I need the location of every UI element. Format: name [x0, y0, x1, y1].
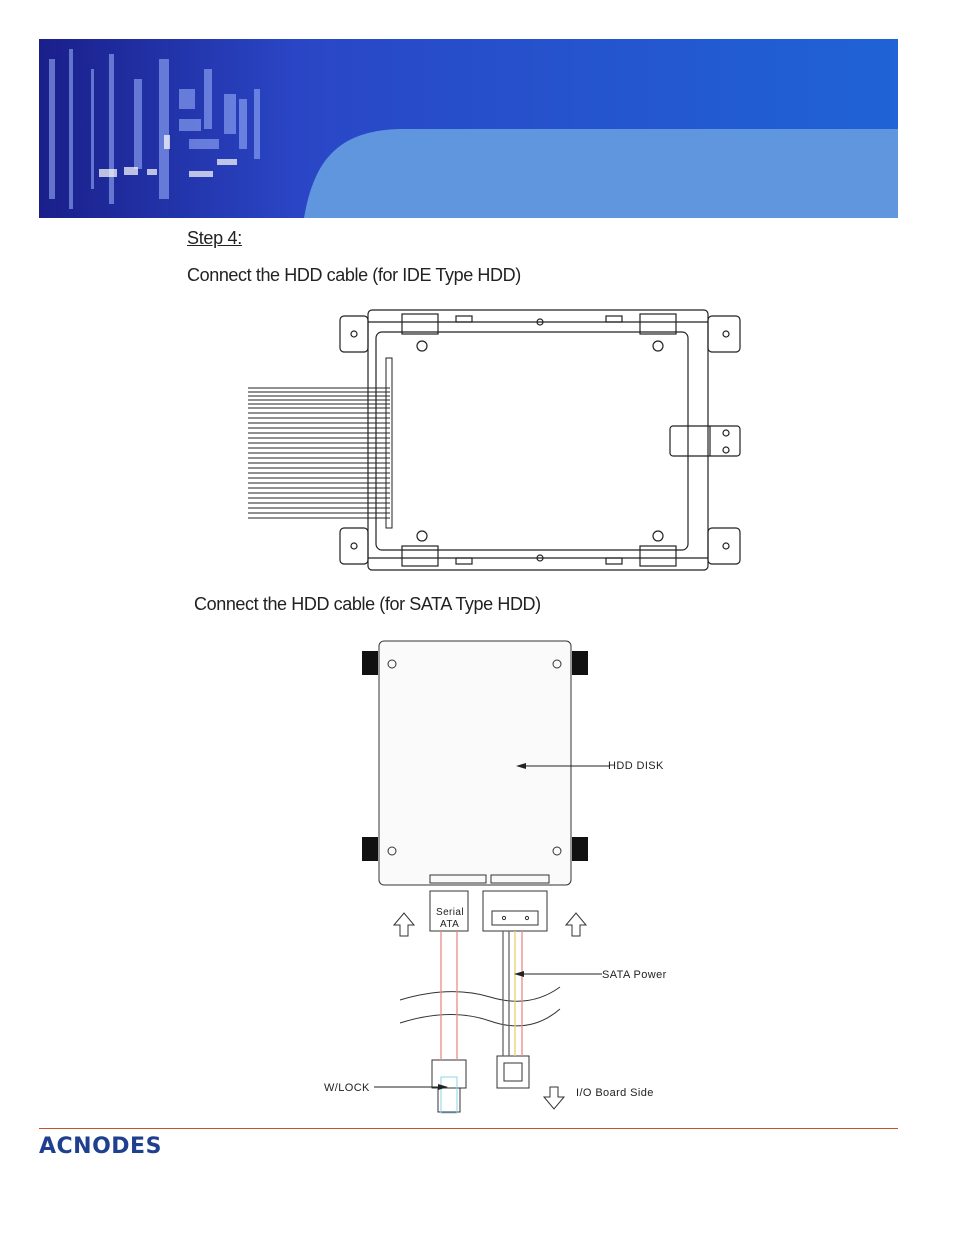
- header-banner: [39, 39, 898, 218]
- sata-caption: Connect the HDD cable (for SATA Type HDD…: [194, 594, 541, 614]
- sata-power-label: SATA Power: [602, 969, 667, 981]
- ide-caption: Connect the HDD cable (for IDE Type HDD): [187, 265, 521, 285]
- wlock-label: W/LOCK: [324, 1082, 370, 1094]
- circuit-board-banner-image: [39, 39, 898, 218]
- ata-label: ATA: [440, 919, 459, 930]
- io-board-side-label: I/O Board Side: [576, 1087, 654, 1099]
- acnodes-logo: ACNODES: [39, 1134, 162, 1159]
- footer-divider: [39, 1128, 898, 1129]
- step-heading: Step 4:: [187, 228, 242, 248]
- serial-label: Serial: [436, 907, 464, 918]
- hdd-disk-label: HDD DISK: [608, 760, 664, 772]
- ide-hdd-diagram: [248, 309, 741, 571]
- sata-hdd-diagram: HDD DISK Serial ATA SATA Power W/LOCK I/…: [324, 640, 667, 1114]
